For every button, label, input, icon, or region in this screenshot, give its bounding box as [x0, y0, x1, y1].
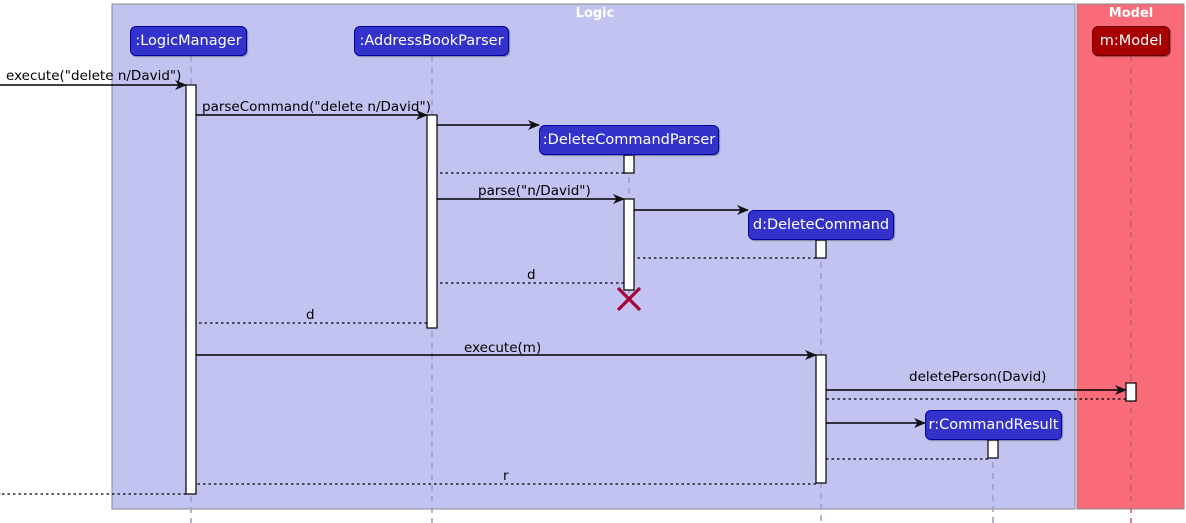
activation-delete-command-execute [815, 354, 827, 484]
activation-logic-manager [185, 84, 197, 495]
message-parse-label: parse("n/David") [478, 183, 591, 199]
model-group-title: Model [1108, 6, 1154, 21]
participant-logic-manager-label: :LogicManager [135, 33, 242, 49]
groups-layer [111, 3, 1185, 510]
destroy-markers-layer [616, 286, 642, 312]
activation-delete-command-parser-parse [623, 198, 635, 291]
message-parse-command-label: parseCommand("delete n/David") [202, 99, 431, 115]
activations-layer [185, 84, 1137, 495]
logic-group-title: Logic [575, 6, 615, 21]
participant-command-result-label: r:CommandResult [928, 417, 1059, 433]
message-return-d-to-parser-label: d [527, 267, 536, 283]
participant-address-book-parser[interactable]: :AddressBookParser [354, 26, 509, 56]
participant-model[interactable]: m:Model [1092, 26, 1170, 56]
activation-model [1125, 382, 1137, 402]
activation-delete-command-create [815, 239, 827, 259]
message-return-r-label: r [503, 468, 509, 484]
message-return-d-to-logic-manager-label: d [306, 307, 315, 323]
messages-layer [0, 80, 1127, 499]
activation-address-book-parser [426, 114, 438, 329]
participant-logic-manager[interactable]: :LogicManager [130, 26, 247, 56]
participant-address-book-parser-label: :AddressBookParser [359, 33, 504, 49]
participant-command-result[interactable]: r:CommandResult [925, 410, 1062, 440]
participant-model-label: m:Model [1099, 33, 1163, 49]
message-delete-person-label: deletePerson(David) [909, 369, 1047, 385]
participant-delete-command-parser-label: :DeleteCommandParser [542, 132, 716, 148]
message-execute-command-label: execute("delete n/David") [6, 68, 182, 84]
activation-delete-command-parser-create [623, 154, 635, 174]
message-execute-m-label: execute(m) [464, 340, 542, 356]
activation-command-result-create [987, 439, 999, 459]
participant-delete-command[interactable]: d:DeleteCommand [748, 210, 894, 240]
participant-delete-command-parser[interactable]: :DeleteCommandParser [539, 125, 719, 155]
destroy-marker-delete-command-parser [616, 286, 642, 312]
participant-delete-command-label: d:DeleteCommand [752, 217, 890, 233]
